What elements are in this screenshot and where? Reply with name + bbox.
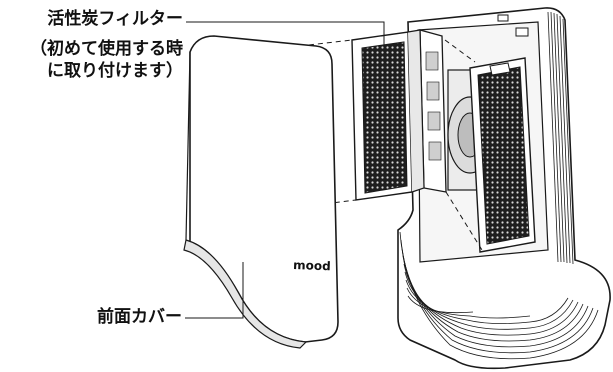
activated-carbon-filter xyxy=(351,29,447,201)
filter-label-line1: 活性炭フィルター xyxy=(47,9,183,29)
front-cover xyxy=(183,35,339,349)
installed-filter xyxy=(469,57,536,253)
filter-label-line3: に取り付けます） xyxy=(47,61,183,81)
leader-lines xyxy=(185,21,385,319)
mood-logo: mood xyxy=(293,258,331,273)
filter-label-line2: （初めて使用する時 xyxy=(30,39,183,59)
assembly-guide-lines xyxy=(299,39,483,251)
front-cover-label: 前面カバー xyxy=(97,307,182,327)
filter-label: 活性炭フィルター （初めて使用する時 に取り付けます） xyxy=(30,8,183,82)
